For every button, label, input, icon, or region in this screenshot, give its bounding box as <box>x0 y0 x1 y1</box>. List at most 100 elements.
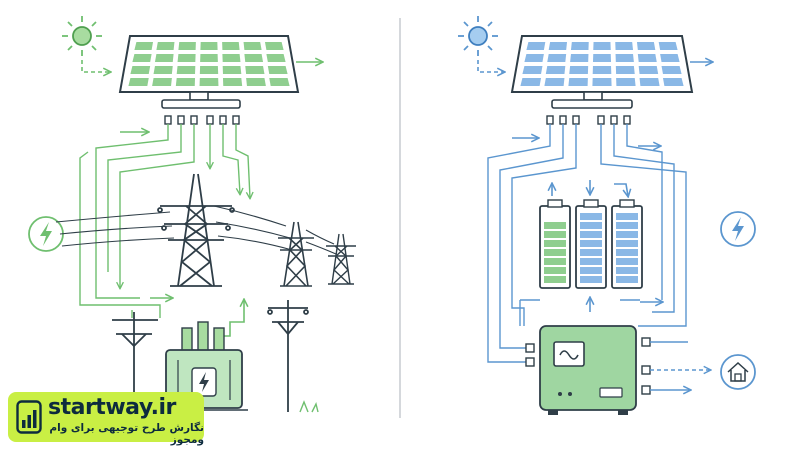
left-panel-cell <box>222 78 243 86</box>
right-panel-cell <box>522 66 543 74</box>
left-sun-icon <box>62 16 102 56</box>
ac-wave-icon <box>559 350 579 360</box>
left-panel-cell <box>177 54 196 62</box>
left-panel-cell <box>266 54 286 62</box>
battery-charge-bar <box>580 222 602 229</box>
left-panel-cell <box>152 78 172 86</box>
grass-icon <box>299 400 319 413</box>
right-panel-cell <box>658 42 678 50</box>
growth-chart-icon <box>16 400 42 434</box>
battery-charge-bar <box>580 249 602 256</box>
transmission-tower-medium <box>278 221 314 287</box>
left-panel-cell <box>176 66 196 74</box>
battery-charge-bar <box>544 267 566 274</box>
battery-charge-bar <box>616 213 638 220</box>
battery-charge-bar <box>544 231 566 238</box>
left-panel-cell <box>175 78 196 86</box>
left-panel-cell <box>222 66 242 74</box>
left-connectors <box>164 115 240 125</box>
transformer-lightning-icon <box>199 372 209 392</box>
battery-charge-bar <box>544 276 566 283</box>
battery-charge-bar <box>616 240 638 247</box>
utility-pole-right <box>267 300 309 412</box>
left-panel-cell <box>154 54 174 62</box>
brand-tagline: نگارش طرح توجیهی برای وام ومجوز <box>49 422 204 446</box>
left-panel-cell <box>246 78 266 86</box>
battery-charge-bar <box>544 258 566 265</box>
transmission-tower-large <box>157 173 235 287</box>
battery-charge-bar <box>616 258 638 265</box>
right-panel-cell <box>570 42 589 50</box>
left-panel-cell <box>199 66 219 74</box>
right-panel-cell <box>637 54 657 62</box>
left-panel-cell <box>200 54 218 62</box>
right-panel-cell <box>615 54 634 62</box>
battery-charge-bar <box>580 276 602 283</box>
battery-charge-bar <box>580 231 602 238</box>
transformer <box>160 321 248 411</box>
battery-charge-bar <box>616 231 638 238</box>
battery-charge-bar <box>544 213 566 220</box>
left-panel-cell <box>200 42 218 50</box>
battery-charge-bar <box>544 249 566 256</box>
battery-charge-bar <box>544 240 566 247</box>
house-icon <box>720 354 756 390</box>
right-connectors <box>546 115 631 125</box>
battery-charge-bar <box>616 276 638 283</box>
battery-charge-bar <box>544 222 566 229</box>
left-panel-cell <box>243 42 262 50</box>
right-solar-panel <box>510 35 694 109</box>
right-panel-cell <box>544 78 565 86</box>
right-panel-cell <box>592 66 612 74</box>
right-panel-cell <box>520 78 542 86</box>
left-panel-cell <box>156 42 175 50</box>
right-panel-cell <box>570 54 589 62</box>
left-panel-cell <box>178 42 196 50</box>
battery-charge-bar <box>580 240 602 247</box>
right-panel-cell <box>636 42 656 50</box>
right-panel-cell <box>568 78 588 86</box>
left-panel-cell <box>222 42 240 50</box>
brand-name: startway.ir <box>48 395 176 420</box>
battery-arrow-diag <box>614 183 628 196</box>
right-panel-cell <box>615 42 634 50</box>
battery-charge-bar <box>580 267 602 274</box>
brand-badge[interactable]: startway.ir نگارش طرح توجیهی برای وام وم… <box>8 392 204 446</box>
right-panel-cell <box>639 78 660 86</box>
battery-charge-bar <box>616 249 638 256</box>
battery-bank <box>539 199 643 289</box>
left-panel-cell <box>132 54 152 62</box>
right-sun-icon <box>458 16 498 56</box>
right-panel-cell <box>545 66 566 74</box>
right-panel-cell <box>662 78 684 86</box>
battery-charge-bar <box>616 267 638 274</box>
left-panel-cell <box>130 66 151 74</box>
left-flow-arrow-up <box>220 300 244 337</box>
left-panel-cell <box>267 66 288 74</box>
left-panel-cell <box>269 78 290 86</box>
right-panel-cell <box>592 54 612 62</box>
right-panel-cell <box>615 66 635 74</box>
right-panel-cell <box>661 66 682 74</box>
left-panel-cell <box>153 66 173 74</box>
right-panel-cell <box>638 66 659 74</box>
right-panel-cell <box>547 54 567 62</box>
inverter <box>525 325 651 415</box>
right-sun-ray-arrow <box>477 60 504 72</box>
left-panel-cell <box>264 42 284 50</box>
left-wiring <box>79 124 250 318</box>
right-panel-cell <box>616 78 636 86</box>
right-panel-cell <box>569 66 589 74</box>
left-panel-cell <box>134 42 154 50</box>
right-panel-cell <box>524 54 544 62</box>
right-panel-cell <box>660 54 680 62</box>
left-solar-panel <box>118 35 300 109</box>
left-sun-ray-arrow <box>81 60 110 72</box>
left-panel-cell <box>128 78 149 86</box>
battery-charge-bar <box>616 222 638 229</box>
right-panel-cell <box>548 42 568 50</box>
transmission-tower-small <box>326 233 356 285</box>
right-panel-cell <box>592 78 612 86</box>
